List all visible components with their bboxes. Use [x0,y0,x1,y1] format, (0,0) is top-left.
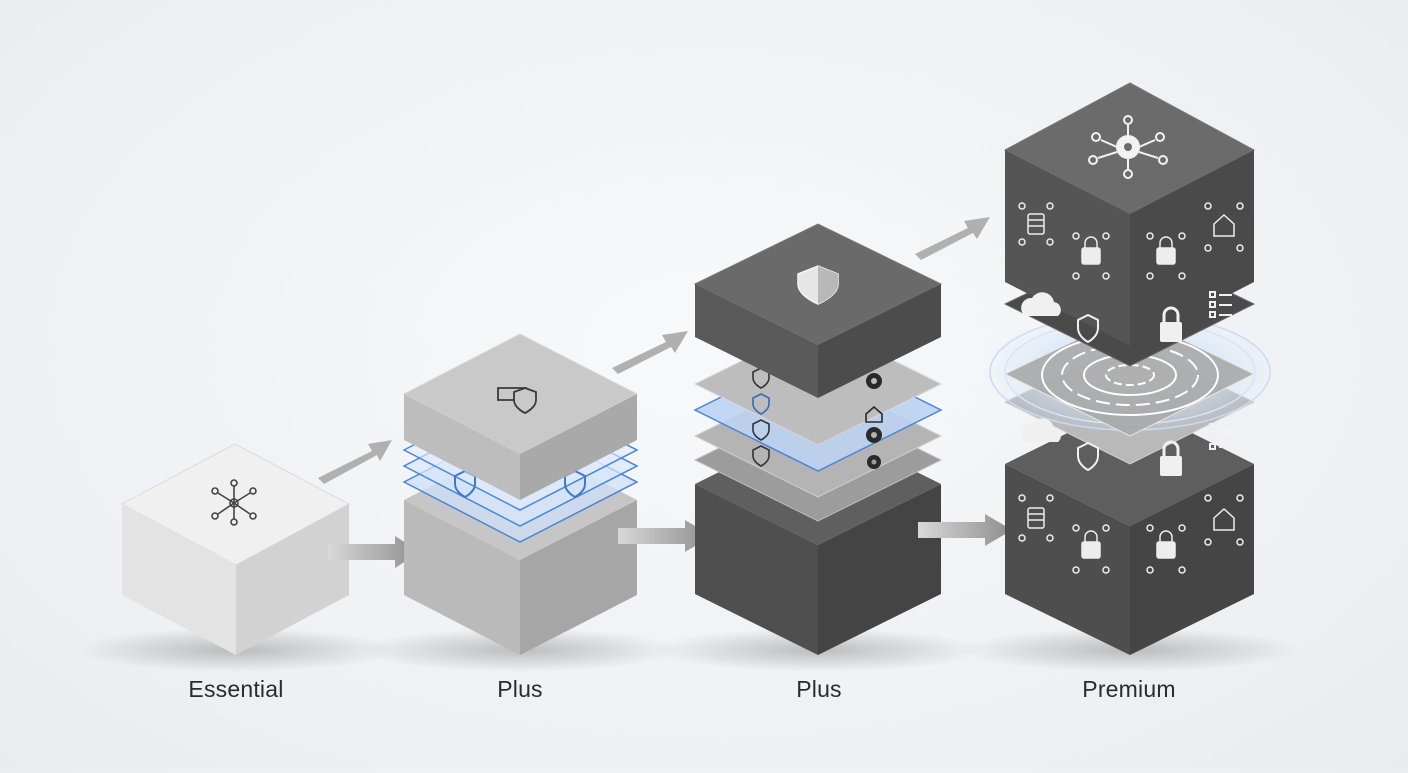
network-gear-icon [1088,115,1168,179]
shield-icon [752,393,770,415]
tier-label-premium: Premium [1082,676,1176,702]
tier-label-plus-1: Plus [497,676,543,702]
shield-icon [454,469,586,499]
lock-icon [1072,232,1110,280]
tier-label-essential: Essential [188,676,284,702]
tier-label-plus-2: Plus [796,676,842,702]
lock-icon [1146,524,1186,574]
shield-layer-icon [497,387,537,414]
network-icon [1018,202,1054,246]
premium-cube [985,82,1275,655]
cloud-icon [1021,418,1061,442]
lock-icon [1160,306,1182,342]
arrow-essential-to-plus [328,536,420,568]
network-icon [1018,494,1054,542]
plus-cube-1 [402,333,639,655]
shield-icon [752,445,770,467]
arrow-up-plus-to-plus [612,331,688,374]
shield-icon [1077,313,1099,344]
checklist-icon [1209,423,1232,450]
lock-icon [1072,524,1110,574]
plus-cube-2 [693,223,943,655]
shield-icon [752,367,770,389]
checklist-icon [1209,291,1232,318]
house-icon [1204,494,1244,546]
arrow-plus-to-premium [918,514,1012,546]
essential-cube [120,443,351,655]
lock-icon [1160,440,1182,476]
house-icon [865,405,883,423]
network-node-icon [211,479,257,526]
shield-icon [1077,441,1099,472]
radar-icon [985,310,1275,437]
shield-icon [797,265,839,305]
gear-icon [866,373,882,469]
arrow-up-plus-to-premium [915,217,990,260]
lock-icon [1146,232,1186,280]
arrow-plus-to-plus [618,520,712,552]
shield-icon [752,419,770,441]
house-icon [1204,202,1244,252]
arrow-up-essential-to-plus [318,440,392,484]
cloud-icon [1021,292,1061,316]
